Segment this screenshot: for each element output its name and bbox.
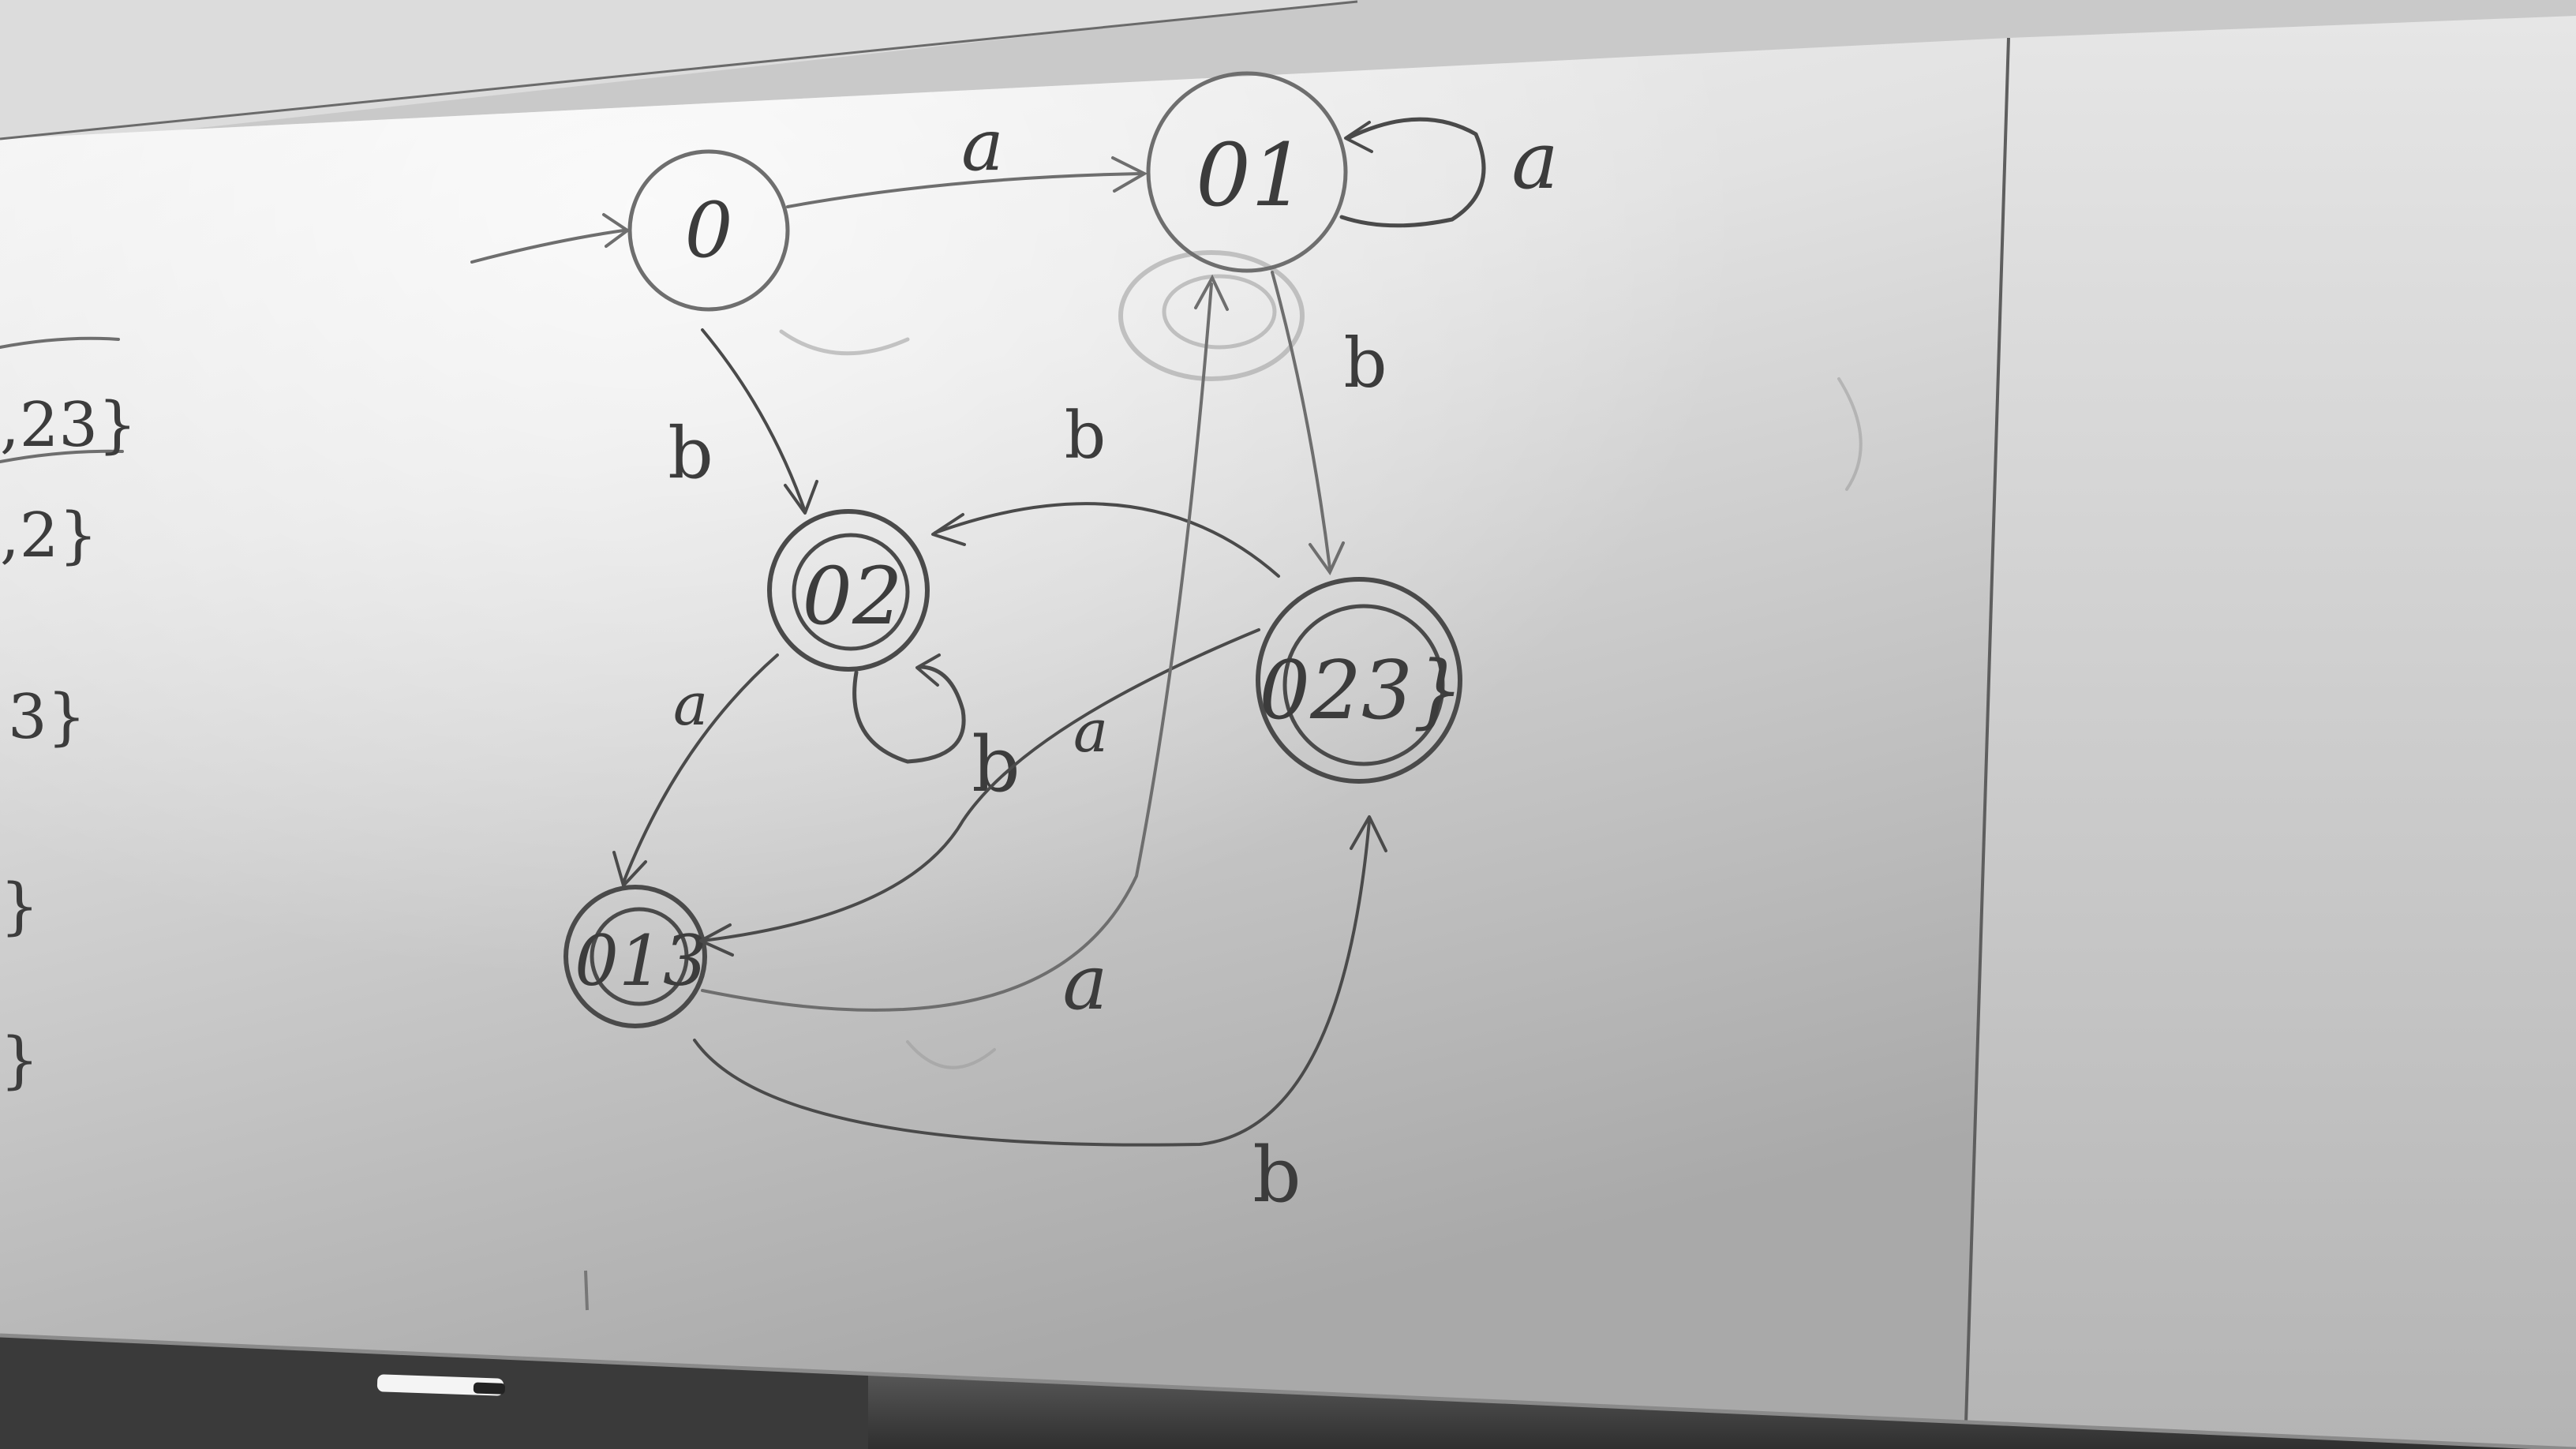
transition-02-013: a bbox=[612, 653, 779, 887]
state-013: 013 bbox=[564, 885, 707, 1028]
transition-023-013: a bbox=[699, 628, 1260, 957]
note-line-3: 3} bbox=[8, 682, 86, 753]
transition-0-02-label: b bbox=[668, 412, 713, 495]
transition-02-013-label: a bbox=[673, 671, 708, 739]
marker[interactable] bbox=[376, 1374, 504, 1396]
left-edge-notes: ,23} ,2} 3} } } bbox=[0, 336, 137, 1096]
state-023-label: 023} bbox=[1259, 644, 1464, 738]
state-02: 02 bbox=[767, 509, 930, 672]
transition-013-023-label: b bbox=[1252, 1131, 1301, 1219]
state-0-label: 0 bbox=[684, 186, 732, 275]
start-arrow bbox=[470, 213, 631, 264]
transition-013-01-label: a bbox=[1062, 938, 1107, 1027]
transition-023-02: b bbox=[931, 399, 1280, 578]
stray-mark bbox=[584, 1270, 589, 1311]
transition-0-01: a bbox=[786, 104, 1148, 208]
transition-0-02: b bbox=[668, 328, 818, 515]
transition-023-02-label: b bbox=[1065, 399, 1106, 474]
state-023: 023} bbox=[1256, 577, 1464, 784]
note-line-4: } bbox=[0, 871, 39, 942]
state-02-label: 02 bbox=[802, 550, 902, 642]
transition-013-01: a bbox=[701, 274, 1229, 1027]
note-line-2: ,2} bbox=[0, 500, 98, 571]
state-01-label: 01 bbox=[1196, 125, 1306, 226]
transition-02-02-label: b bbox=[972, 721, 1020, 809]
transition-01-023-label: b bbox=[1343, 324, 1387, 403]
panel-seam bbox=[1964, 37, 2010, 1449]
transition-0-01-label: a bbox=[961, 104, 1004, 187]
note-line-5: } bbox=[0, 1025, 39, 1096]
state-013-label: 013 bbox=[575, 920, 707, 1002]
transition-02-02: b bbox=[852, 653, 1020, 809]
automaton-diagram: 0 01 02 023} 013 bbox=[470, 71, 1559, 1219]
transition-01-023: b bbox=[1271, 271, 1387, 575]
transition-01-01: a bbox=[1339, 114, 1559, 228]
board-top-edge bbox=[0, 0, 1358, 140]
state-01: 01 bbox=[1146, 71, 1348, 273]
note-line-1: ,23} bbox=[0, 390, 137, 461]
transition-023-013-label: a bbox=[1073, 698, 1108, 766]
transition-01-01-label: a bbox=[1511, 114, 1559, 207]
whiteboard-right-panel bbox=[1965, 16, 2576, 1449]
erased-ghost-marks bbox=[779, 250, 1863, 1069]
transition-013-023: b bbox=[693, 815, 1387, 1219]
